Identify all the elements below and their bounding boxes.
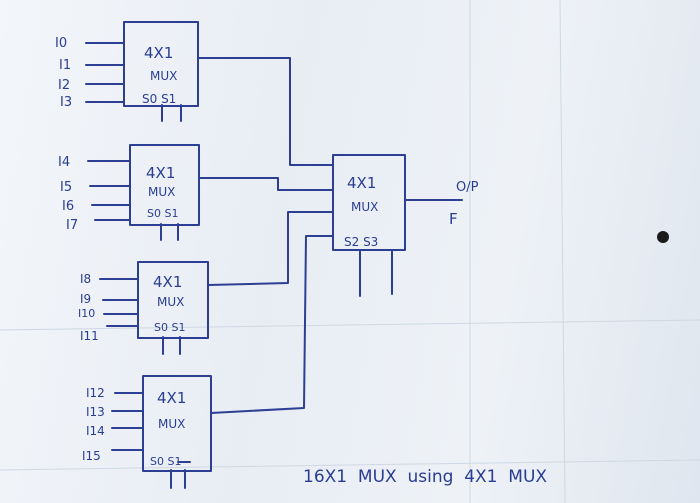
mux-5-title: 4X1 [347, 174, 376, 192]
input-label-I13: I13 [86, 405, 105, 419]
wire-mux3-mux5 [207, 211, 334, 286]
mux-3: 4X1 MUX S0 S1 I8 I9 I10 I11 [78, 261, 209, 355]
input-label-I7: I7 [66, 218, 78, 233]
mux-1-title: 4X1 [144, 44, 173, 62]
input-label-I0: I0 [55, 36, 67, 51]
mux-4: 4X1 MUX S0 S1 I12 I13 I14 I15 [82, 375, 212, 489]
mux-2-label: MUX [148, 185, 175, 199]
mux-1-selects: S0 S1 [142, 92, 176, 106]
mux-5-box [332, 154, 406, 251]
mux-3-selects: S0 S1 [154, 321, 185, 334]
mux-2: 4X1 MUX S0 S1 I4 I5 I6 I7 [58, 144, 200, 241]
input-label-I8: I8 [80, 272, 91, 286]
input-label-I4: I4 [58, 155, 70, 170]
input-label-I3: I3 [60, 95, 72, 110]
mux-2-title: 4X1 [146, 164, 175, 182]
mux-1-label: MUX [150, 69, 177, 83]
mux-4-label: MUX [158, 417, 185, 431]
input-label-I10: I10 [78, 307, 95, 320]
input-label-I15: I15 [82, 449, 101, 463]
output-name: F [449, 210, 458, 228]
punch-hole [657, 231, 669, 243]
input-label-I12: I12 [86, 386, 105, 400]
mux-3-label: MUX [157, 295, 184, 309]
mux-5-label: MUX [351, 200, 378, 214]
wire-mux1-mux5 [197, 57, 334, 166]
mux-5-selects: S2 S3 [344, 235, 378, 249]
mux-2-selects: S0 S1 [147, 207, 178, 220]
input-label-I11: I11 [80, 329, 99, 343]
input-label-I6: I6 [62, 199, 74, 214]
mux-4-selects: S0 S1 [150, 455, 181, 468]
mux-4-title: 4X1 [157, 389, 186, 407]
mux-1: 4X1 MUX S0 S1 I0 I1 I2 I3 [55, 21, 199, 122]
diagram-caption: 16X1 MUX using 4X1 MUX [303, 467, 547, 487]
input-label-I2: I2 [58, 78, 70, 93]
wire-mux2-mux5 [198, 177, 334, 191]
mux-3-title: 4X1 [153, 273, 182, 291]
output-label: O/P [456, 180, 479, 195]
mux-5: 4X1 MUX S2 S3 O/P F [332, 154, 479, 297]
input-label-I9: I9 [80, 292, 91, 306]
input-label-I1: I1 [59, 58, 71, 73]
mux-4-box [142, 375, 212, 472]
input-label-I5: I5 [60, 180, 72, 195]
wires [197, 57, 334, 414]
input-label-I14: I14 [86, 424, 105, 438]
wire-mux4-mux5 [210, 235, 334, 414]
